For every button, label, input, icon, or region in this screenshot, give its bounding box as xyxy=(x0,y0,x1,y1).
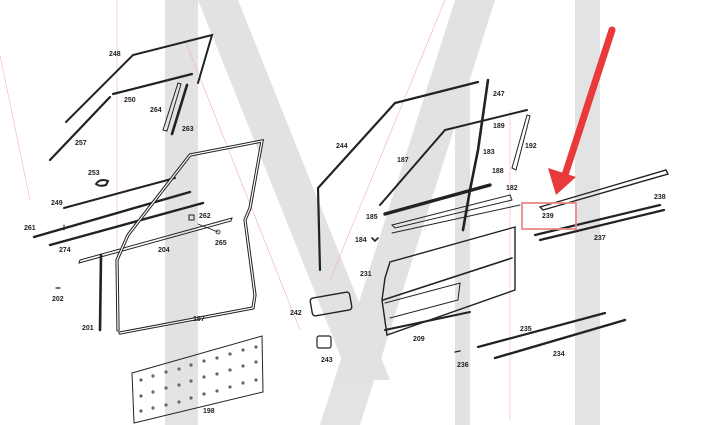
right-door-parts xyxy=(309,78,670,360)
part-label-201: 201 xyxy=(82,325,94,332)
part-label-235: 235 xyxy=(520,326,532,333)
part-label-264: 264 xyxy=(150,107,162,114)
part-label-187: 187 xyxy=(397,157,409,164)
part-label-250: 250 xyxy=(124,97,136,104)
part-label-183: 183 xyxy=(483,149,495,156)
part-label-192: 192 xyxy=(525,143,537,150)
guide-lines xyxy=(0,0,511,420)
part-label-237: 237 xyxy=(594,235,606,242)
red-arrow-icon xyxy=(548,26,616,195)
part-label-257: 257 xyxy=(75,140,87,147)
part-label-209: 209 xyxy=(413,336,425,343)
part-label-202: 202 xyxy=(52,296,64,303)
part-label-261: 261 xyxy=(24,225,36,232)
part-label-247: 247 xyxy=(493,91,505,98)
part-label-274: 274 xyxy=(59,247,71,254)
part-label-197: 197 xyxy=(193,316,205,323)
part-label-198: 198 xyxy=(203,408,215,415)
panel-198-holes xyxy=(139,345,258,413)
part-label-204: 204 xyxy=(158,247,170,254)
part-label-253: 253 xyxy=(88,170,100,177)
part-label-244: 244 xyxy=(336,143,348,150)
left-door-parts xyxy=(32,33,264,424)
part-label-238: 238 xyxy=(654,194,666,201)
part-label-184: 184 xyxy=(355,237,367,244)
part-label-249: 249 xyxy=(51,200,63,207)
part-label-189: 189 xyxy=(493,123,505,130)
part-label-243: 243 xyxy=(321,357,333,364)
part-label-231: 231 xyxy=(360,271,372,278)
part-label-185: 185 xyxy=(366,214,378,221)
part-label-236: 236 xyxy=(457,362,469,369)
part-label-242: 242 xyxy=(290,310,302,317)
part-label-188: 188 xyxy=(492,168,504,175)
part-label-182: 182 xyxy=(506,185,518,192)
part-label-263: 263 xyxy=(182,126,194,133)
part-label-234: 234 xyxy=(553,351,565,358)
highlight-box-239 xyxy=(521,202,577,230)
part-label-239: 239 xyxy=(542,213,554,220)
part-label-262: 262 xyxy=(199,213,211,220)
watermark-letter-m xyxy=(165,0,600,425)
part-label-265: 265 xyxy=(215,240,227,247)
part-label-248: 248 xyxy=(109,51,121,58)
